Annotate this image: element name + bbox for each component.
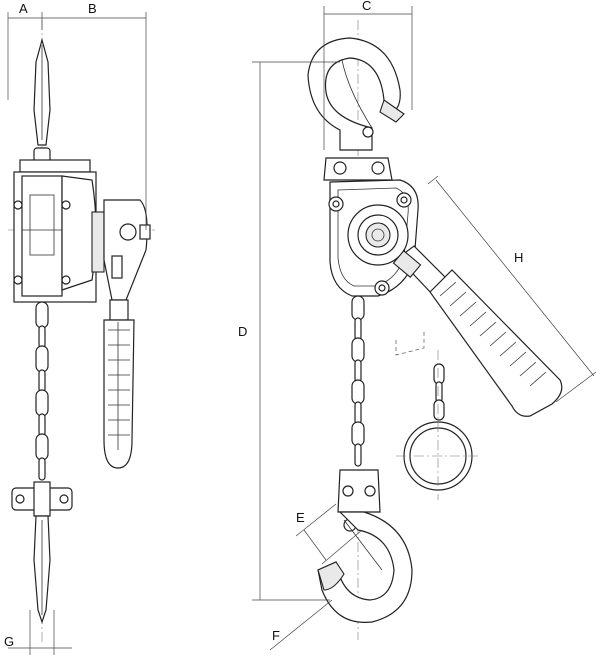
dim-label-d: D xyxy=(238,324,247,339)
hoist-body-front xyxy=(328,179,419,297)
lever-side xyxy=(103,199,151,469)
lever-front xyxy=(392,245,563,417)
chain-side xyxy=(35,301,49,481)
bottom-hook-front xyxy=(317,511,413,623)
bottom-hook-side xyxy=(11,481,73,624)
chain-front xyxy=(351,295,365,467)
dim-label-g: G xyxy=(4,634,14,649)
dim-label-f: F xyxy=(272,628,280,643)
dim-label-b: B xyxy=(88,1,97,16)
dim-label-c: C xyxy=(362,0,371,13)
chain-ring-detail xyxy=(396,350,480,500)
front-view: C D E F H xyxy=(238,0,597,651)
dim-label-a: A xyxy=(19,1,28,16)
top-hook-front xyxy=(307,37,405,151)
body-side xyxy=(13,159,105,303)
top-hook-side xyxy=(33,37,51,169)
side-view: A B G xyxy=(4,1,155,655)
dim-label-e: E xyxy=(296,510,305,525)
dim-label-h: H xyxy=(514,250,523,265)
